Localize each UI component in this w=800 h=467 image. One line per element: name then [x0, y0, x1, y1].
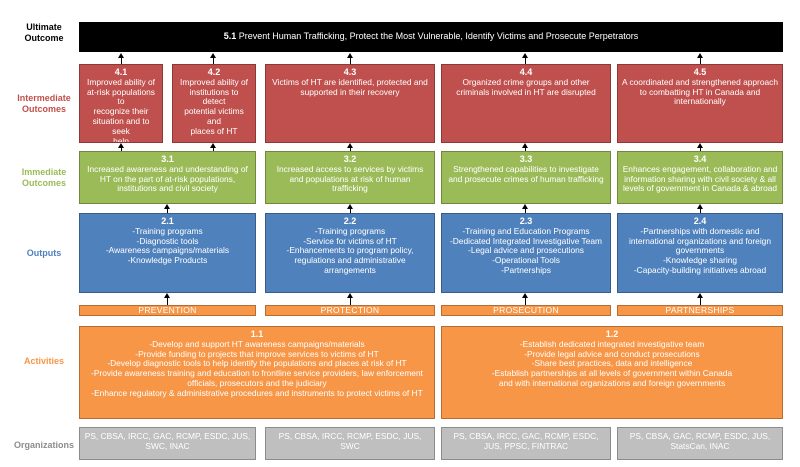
pillar-prosecution: PROSECUTION: [441, 305, 611, 316]
intermediate-outcome-4-2: 4.2 Improved ability of institutions to …: [172, 64, 256, 143]
arrow-up-icon: [522, 143, 529, 151]
outcome-text: Victims of HT are identified, protected …: [272, 76, 428, 97]
activity-1-2: 1.2 -Establish dedicated integrated inve…: [441, 326, 783, 419]
arrow-up-icon: [118, 53, 125, 64]
arrow-up-icon: [347, 293, 354, 305]
outcome-text: Increased access to services by victims …: [276, 163, 424, 194]
output-text: -Partnerships with domestic and internat…: [628, 225, 771, 276]
arrow-up-icon: [164, 293, 171, 305]
organizations-prosecution: PS, CBSA, IRCC, GAC, RCMP, ESDC, JUS, PP…: [441, 427, 611, 460]
immediate-outcome-3-3: 3.3 Strengthened capabilities to investi…: [441, 151, 611, 204]
pillar-partnerships: PARTNERSHIPS: [617, 305, 783, 316]
activity-1-1: 1.1 -Develop and support HT awareness ca…: [79, 326, 435, 419]
organizations-prevention: PS, CBSA, IRCC, GAC, RCMP, ESDC, JUS, SW…: [79, 427, 256, 460]
arrow-up-icon: [522, 293, 529, 305]
row-label-organizations: Organizations: [13, 440, 74, 450]
organizations-text: PS, CBSA, IRCC, GAC, RCMP, ESDC, JUS, PP…: [453, 431, 599, 451]
arrow-up-icon: [522, 204, 529, 213]
arrow-up-icon: [118, 143, 125, 151]
output-2-3: 2.3 -Training and Education Programs -De…: [441, 213, 611, 293]
activity-number: 1.2: [605, 329, 619, 339]
outcome-text: Improved ability of institutions to dete…: [180, 76, 248, 137]
outcome-number: 4.4: [519, 67, 533, 77]
arrow-up-icon: [347, 143, 354, 151]
organizations-text: PS, CBSA, GAC, RCMP, ESDC, JUS, StatsCan…: [629, 431, 771, 451]
outcome-number: 4.5: [693, 67, 707, 77]
arrow-up-icon: [210, 53, 217, 64]
arrow-up-icon: [164, 204, 171, 213]
activity-number: 1.1: [250, 329, 264, 339]
output-number: 2.3: [519, 216, 533, 226]
immediate-outcome-3-4: 3.4 Enhances engagement, collaboration a…: [617, 151, 783, 204]
organizations-partnerships: PS, CBSA, GAC, RCMP, ESDC, JUS, StatsCan…: [617, 427, 783, 460]
arrow-up-icon: [697, 53, 704, 64]
activity-text: -Develop and support HT awareness campai…: [91, 338, 423, 399]
intermediate-outcome-4-1: 4.1 Improved ability of at-risk populati…: [79, 64, 163, 143]
output-2-4: 2.4 -Partnerships with domestic and inte…: [617, 213, 783, 293]
outcome-text: Strengthened capabilities to investigate…: [448, 163, 604, 184]
output-2-1: 2.1 -Training programs -Diagnostic tools…: [79, 213, 256, 293]
row-label-ultimate-outcome: Ultimate Outcome: [24, 22, 64, 43]
output-text: -Training programs -Service for victims …: [286, 225, 414, 276]
ultimate-outcome-box: 5.1 Prevent Human Trafficking, Protect t…: [79, 22, 783, 52]
row-label-intermediate-outcomes: Intermediate Outcomes: [17, 93, 71, 114]
output-number: 2.1: [161, 216, 174, 226]
arrow-up-icon: [210, 143, 217, 151]
organizations-text: PS, CBSA, IRCC, RCMP, ESDC, JUS, SWC: [278, 431, 422, 451]
outcome-text: Increased awareness and understanding of…: [87, 163, 248, 194]
outcome-number: 3.3: [519, 154, 533, 164]
arrow-up-icon: [347, 53, 354, 64]
output-number: 2.4: [693, 216, 707, 226]
intermediate-outcome-4-4: 4.4 Organized crime groups and other cri…: [441, 64, 611, 143]
arrow-up-icon: [697, 204, 704, 213]
output-text: -Training programs -Diagnostic tools -Aw…: [105, 225, 230, 266]
arrow-up-icon: [522, 53, 529, 64]
outcome-number: 4.2: [207, 67, 221, 77]
outcome-text: A coordinated and strengthened approach …: [622, 76, 778, 107]
outcome-text: Enhances engagement, collaboration and i…: [622, 163, 778, 194]
output-number: 2.2: [343, 216, 357, 226]
output-2-2: 2.2 -Training programs -Service for vict…: [265, 213, 435, 293]
row-label-immediate-outcomes: Immediate Outcomes: [21, 167, 67, 188]
outcome-number: 4.3: [343, 67, 357, 77]
pillar-protection: PROTECTION: [265, 305, 435, 316]
output-text: -Training and Education Programs -Dedica…: [449, 225, 603, 276]
arrow-up-icon: [697, 143, 704, 151]
ultimate-outcome-text: Prevent Human Trafficking, Protect the M…: [238, 31, 639, 41]
immediate-outcome-3-2: 3.2 Increased access to services by vict…: [265, 151, 435, 204]
outcome-number: 3.1: [161, 154, 174, 164]
pillar-prevention: PREVENTION: [79, 305, 256, 316]
outcome-number: 4.1: [114, 67, 128, 77]
row-label-activities: Activities: [23, 356, 65, 366]
arrow-up-icon: [347, 204, 354, 213]
arrow-up-icon: [697, 293, 704, 305]
ultimate-outcome-number: 5.1: [223, 31, 237, 41]
activity-text: -Establish dedicated integrated investig…: [491, 338, 733, 389]
organizations-text: PS, CBSA, IRCC, GAC, RCMP, ESDC, JUS, SW…: [84, 431, 251, 451]
outcome-text: Organized crime groups and other crimina…: [456, 76, 596, 97]
row-label-outputs: Outputs: [26, 248, 62, 258]
organizations-protection: PS, CBSA, IRCC, RCMP, ESDC, JUS, SWC: [265, 427, 435, 460]
intermediate-outcome-4-5: 4.5 A coordinated and strengthened appro…: [617, 64, 783, 143]
outcome-text: Improved ability of at-risk populations …: [87, 76, 155, 143]
immediate-outcome-3-1: 3.1 Increased awareness and understandin…: [79, 151, 256, 204]
outcome-number: 3.4: [693, 154, 707, 164]
intermediate-outcome-4-3: 4.3 Victims of HT are identified, protec…: [265, 64, 435, 143]
outcome-number: 3.2: [343, 154, 357, 164]
